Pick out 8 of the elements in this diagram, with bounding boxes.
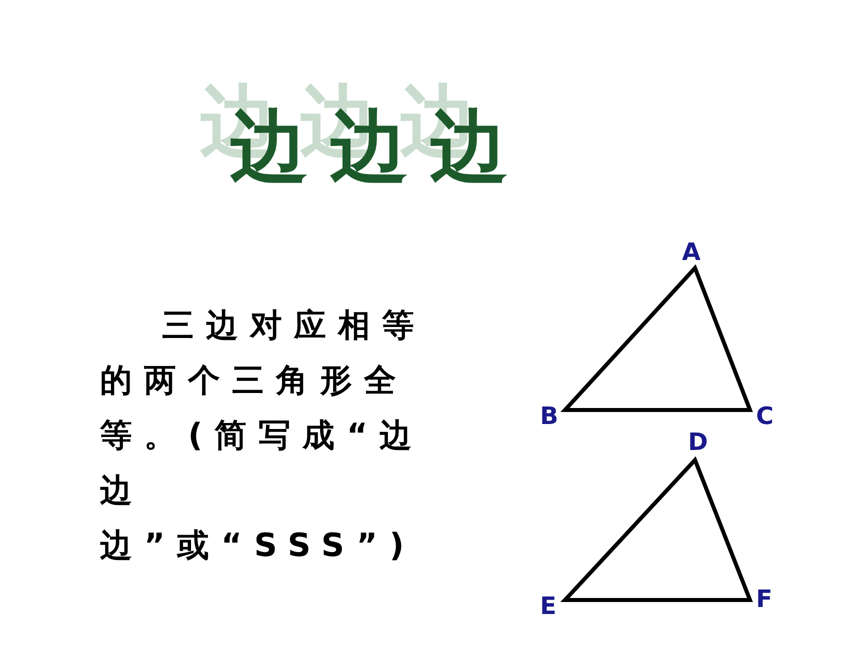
vertex-label: C [756,402,774,430]
title: 边边边 [230,101,530,194]
vertex-label: B [540,402,558,430]
vertex-label: E [540,592,556,620]
statement-text: 三边对应相等的两个三角形全等。(简写成“边边边”或“SSS”) [100,305,427,566]
vertex-label: A [682,238,701,266]
vertex-label: F [756,585,772,613]
vertex-label: D [688,428,708,456]
